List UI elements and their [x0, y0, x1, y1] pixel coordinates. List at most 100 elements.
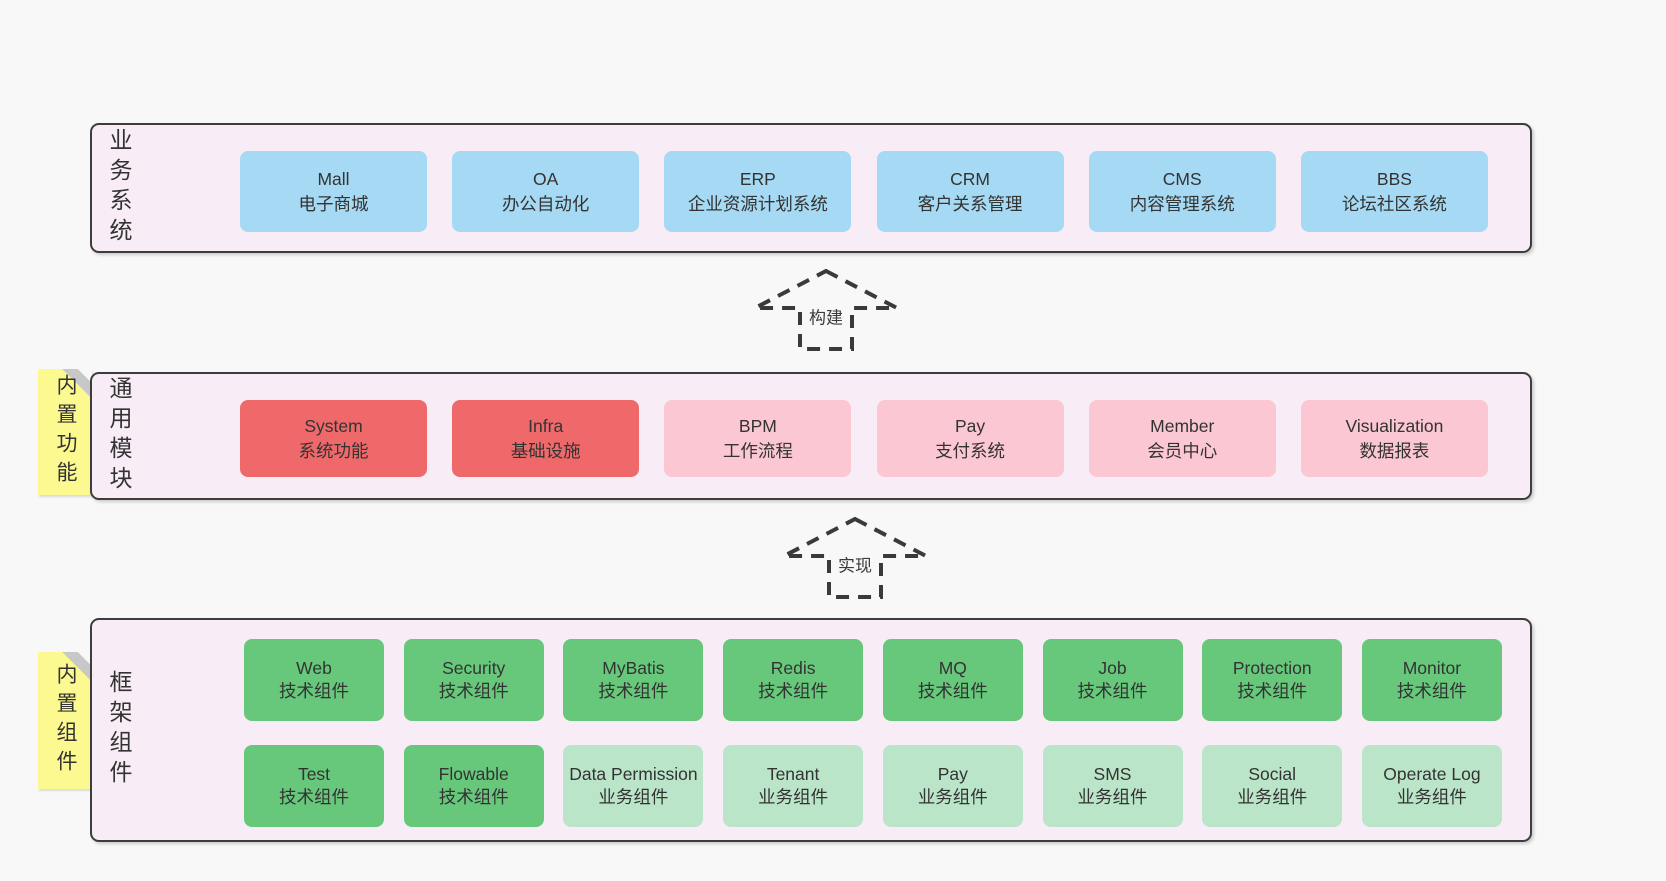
box-subtitle: 支付系统 — [935, 440, 1006, 461]
box-system: System 系统功能 — [240, 400, 427, 477]
box-title: Protection — [1232, 658, 1312, 678]
box-title: Flowable — [438, 764, 509, 784]
box-title: Pay — [954, 415, 986, 436]
box-title: OA — [533, 168, 559, 189]
box-title: Infra — [528, 415, 564, 436]
box-security: Security 技术组件 — [403, 639, 544, 721]
box-mq: MQ 技术组件 — [882, 639, 1023, 721]
box-title: Data Permission — [569, 764, 698, 784]
up-arrow-dashed-icon — [754, 268, 898, 351]
framework-components-row-2: Test 技术组件 Flowable 技术组件 Data Permission … — [244, 745, 1502, 827]
box-title: Security — [442, 658, 506, 678]
box-title: System — [304, 415, 363, 436]
box-job: Job 技术组件 — [1042, 639, 1183, 721]
box-member: Member 会员中心 — [1088, 400, 1276, 477]
box-title: Pay — [937, 764, 968, 784]
box-oa: OA 办公自动化 — [452, 151, 640, 232]
box-subtitle: 技术组件 — [917, 681, 988, 701]
box-title: Redis — [770, 658, 816, 678]
box-subtitle: 办公自动化 — [501, 193, 590, 214]
panel-label-common-modules: 通用模块 — [106, 376, 132, 496]
panel-framework-components: 框架组件 Web 技术组件 Security 技术组件 MyBatis 技术组件… — [90, 618, 1532, 842]
panel-label-business-systems: 业务系统 — [106, 128, 132, 248]
box-subtitle: 企业资源计划系统 — [687, 193, 828, 214]
box-cms: CMS 内容管理系统 — [1088, 151, 1276, 232]
box-subtitle: 业务组件 — [917, 787, 988, 807]
box-subtitle: 业务组件 — [1077, 787, 1148, 807]
box-erp: ERP 企业资源计划系统 — [664, 151, 852, 232]
box-title: BBS — [1376, 168, 1412, 189]
box-operate-log: Operate Log 业务组件 — [1361, 745, 1502, 827]
framework-components-row-1: Web 技术组件 Security 技术组件 MyBatis 技术组件 Redi… — [244, 639, 1502, 721]
sticky-note-built-in-components: 内置组件 — [38, 652, 92, 789]
box-mybatis: MyBatis 技术组件 — [563, 639, 704, 721]
up-arrow-dashed-icon — [783, 516, 927, 599]
box-title: BPM — [738, 415, 777, 436]
box-subtitle: 数据报表 — [1359, 440, 1430, 461]
box-subtitle: 系统功能 — [298, 440, 369, 461]
box-subtitle: 业务组件 — [1237, 787, 1308, 807]
box-subtitle: 技术组件 — [598, 681, 669, 701]
box-title: Monitor — [1402, 658, 1462, 678]
box-monitor: Monitor 技术组件 — [1361, 639, 1502, 721]
box-subtitle: 技术组件 — [1237, 681, 1308, 701]
box-title: Web — [296, 658, 332, 678]
build-arrow-label: 构建 — [806, 302, 846, 330]
box-subtitle: 业务组件 — [758, 787, 829, 807]
box-pay-component: Pay 业务组件 — [882, 745, 1023, 827]
box-subtitle: 技术组件 — [279, 787, 349, 807]
box-title: CMS — [1162, 168, 1202, 189]
box-title: MQ — [938, 658, 967, 678]
box-subtitle: 技术组件 — [438, 681, 509, 701]
business-systems-box-row: Mall 电子商城 OA 办公自动化 ERP 企业资源计划系统 CRM 客户关系… — [240, 151, 1488, 232]
box-visualization: Visualization 数据报表 — [1300, 400, 1488, 477]
box-crm: CRM 客户关系管理 — [876, 151, 1064, 232]
box-redis: Redis 技术组件 — [723, 639, 864, 721]
box-protection: Protection 技术组件 — [1202, 639, 1343, 721]
box-test: Test 技术组件 — [244, 745, 384, 827]
box-subtitle: 会员中心 — [1147, 440, 1218, 461]
box-title: Tenant — [766, 764, 820, 784]
box-title: Social — [1248, 764, 1297, 784]
box-mall: Mall 电子商城 — [240, 151, 427, 232]
implement-arrow-label: 实现 — [835, 550, 875, 578]
panel-business-systems: 业务系统 Mall 电子商城 OA 办公自动化 ERP 企业资源计划系统 CRM… — [90, 123, 1532, 253]
box-subtitle: 技术组件 — [438, 787, 509, 807]
box-subtitle: 技术组件 — [279, 681, 349, 701]
box-subtitle: 业务组件 — [598, 787, 669, 807]
box-pay-module: Pay 支付系统 — [876, 400, 1064, 477]
box-subtitle: 电子商城 — [298, 193, 369, 214]
box-title: MyBatis — [602, 658, 665, 678]
box-title: ERP — [739, 168, 776, 189]
box-subtitle: 技术组件 — [758, 681, 829, 701]
implement-arrow-icon: 实现 — [780, 516, 930, 600]
box-subtitle: 客户关系管理 — [917, 193, 1023, 214]
box-flowable: Flowable 技术组件 — [403, 745, 544, 827]
box-infra: Infra 基础设施 — [452, 400, 640, 477]
box-sms: SMS 业务组件 — [1042, 745, 1183, 827]
box-tenant: Tenant 业务组件 — [723, 745, 864, 827]
box-subtitle: 基础设施 — [510, 440, 581, 461]
box-subtitle: 内容管理系统 — [1129, 193, 1235, 214]
box-subtitle: 技术组件 — [1077, 681, 1148, 701]
box-bpm: BPM 工作流程 — [664, 400, 852, 477]
box-title: Visualization — [1345, 415, 1444, 436]
box-title: Mall — [317, 168, 350, 189]
box-data-permission: Data Permission 业务组件 — [563, 745, 704, 827]
panel-label-framework-components: 框架组件 — [106, 670, 132, 790]
box-subtitle: 工作流程 — [722, 440, 793, 461]
box-web: Web 技术组件 — [244, 639, 384, 721]
box-subtitle: 业务组件 — [1396, 787, 1467, 807]
box-subtitle: 技术组件 — [1396, 681, 1467, 701]
sticky-note-built-in-features: 内置功能 — [38, 369, 92, 495]
common-modules-box-row: System 系统功能 Infra 基础设施 BPM 工作流程 Pay 支付系统… — [240, 400, 1488, 477]
panel-common-modules: 通用模块 System 系统功能 Infra 基础设施 BPM 工作流程 Pay… — [90, 372, 1532, 500]
box-title: Job — [1098, 658, 1127, 678]
box-title: Operate Log — [1383, 764, 1481, 784]
box-title: CRM — [950, 168, 990, 189]
build-arrow-icon: 构建 — [751, 268, 901, 352]
box-title: Test — [297, 764, 331, 784]
box-bbs: BBS 论坛社区系统 — [1300, 151, 1488, 232]
box-subtitle: 论坛社区系统 — [1341, 193, 1447, 214]
box-title: Member — [1150, 415, 1215, 436]
